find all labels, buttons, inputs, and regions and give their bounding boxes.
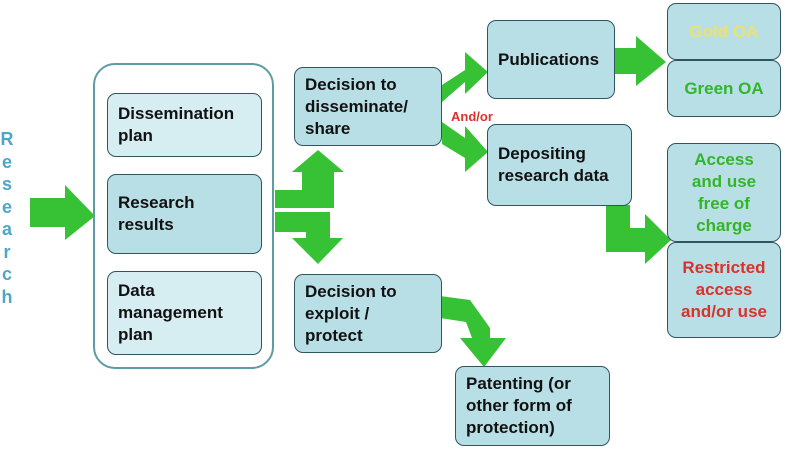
research-letter: r [3, 241, 11, 262]
arrow-to-disseminate [275, 150, 344, 208]
arrow-to-oa [614, 36, 666, 86]
data-management-plan-label: Data management plan [118, 281, 223, 344]
depositing-research-data-box: Depositing research data [487, 124, 632, 206]
research-letter: a [1, 219, 12, 239]
green-oa-box: Green OA [667, 60, 781, 117]
green-oa-label: Green OA [684, 78, 764, 98]
decision-exploit-box: Decision to exploit / protect [294, 274, 442, 353]
access-free-box: Access and use free of charge [667, 143, 781, 242]
research-letter: e [1, 151, 12, 172]
gold-oa-box: Gold OA [667, 3, 781, 60]
arrow-to-patenting [440, 296, 506, 367]
data-management-plan-box: Data management plan [107, 271, 262, 355]
depositing-research-data-label: Depositing research data [498, 144, 609, 185]
arrow-to-exploit [275, 212, 343, 264]
research-letter: h [1, 286, 13, 307]
research-results-label: Research results [118, 193, 195, 234]
arrow-to-access [606, 205, 671, 264]
dissemination-plan-label: Dissemination plan [118, 104, 235, 145]
restricted-access-box: Restricted access and/or use [667, 242, 781, 338]
arrow-to-depositing [442, 122, 488, 172]
arrow-to-publications [442, 52, 488, 102]
publications-box: Publications [487, 20, 615, 99]
patenting-label: Patenting (or other form of protection) [466, 374, 572, 437]
research-letter: R [0, 129, 14, 149]
access-free-label: Access and use free of charge [691, 149, 757, 235]
arrow-research-in [30, 185, 95, 240]
gold-oa-label: Gold OA [689, 21, 759, 41]
research-letter: s [1, 174, 12, 194]
decision-disseminate-label: Decision to disseminate/ share [305, 74, 408, 138]
research-letter: e [1, 196, 12, 217]
research-letter: c [1, 264, 12, 284]
restricted-access-label: Restricted access and/or use [681, 258, 767, 321]
patenting-box: Patenting (or other form of protection) [455, 366, 610, 446]
publications-label: Publications [498, 49, 600, 69]
dissemination-plan-box: Dissemination plan [107, 93, 262, 157]
and-or-label: And/or [451, 109, 493, 124]
decision-disseminate-box: Decision to disseminate/ share [294, 67, 442, 146]
decision-exploit-label: Decision to exploit / protect [305, 281, 397, 345]
research-results-box: Research results [107, 174, 262, 254]
